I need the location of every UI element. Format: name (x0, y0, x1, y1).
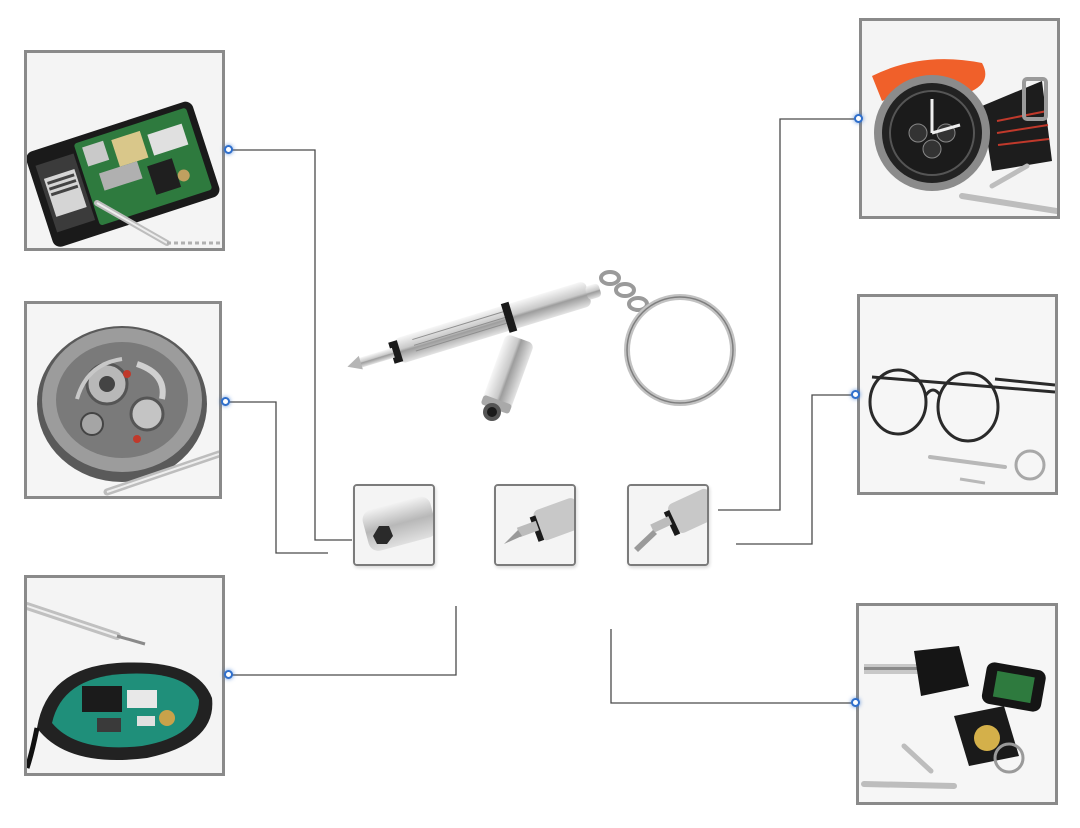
connector-dot-movement (221, 397, 230, 406)
connector-carkey (610, 629, 856, 704)
glasses-panel (857, 294, 1058, 495)
wristwatch-panel (859, 18, 1060, 219)
hex-socket-tip-detail (353, 484, 435, 566)
eyeglasses-icon (860, 297, 1055, 492)
phone-repair-panel (24, 50, 225, 251)
connector-dot-wristwatch (854, 114, 863, 123)
connector-dot-mouse (224, 670, 233, 679)
connector-dot-glasses (851, 390, 860, 399)
car-key-fob-icon (859, 606, 1055, 802)
connector-movement (225, 401, 328, 554)
flat-head-tip-detail (627, 484, 709, 566)
connector-mouse (228, 606, 457, 676)
connector-phone (228, 149, 352, 541)
smartphone-circuit-board-icon (27, 53, 222, 248)
computer-mouse-icon (27, 578, 222, 773)
computer-mouse-panel (24, 575, 225, 776)
phillips-tip-detail (494, 484, 576, 566)
keychain-screwdriver-image (340, 250, 760, 440)
connector-dot-carkey (851, 698, 860, 707)
car-key-panel (856, 603, 1058, 805)
wristwatch-icon (862, 21, 1057, 216)
watch-movement-panel (24, 301, 222, 499)
connector-dot-phone (224, 145, 233, 154)
watch-movement-icon (27, 304, 219, 496)
